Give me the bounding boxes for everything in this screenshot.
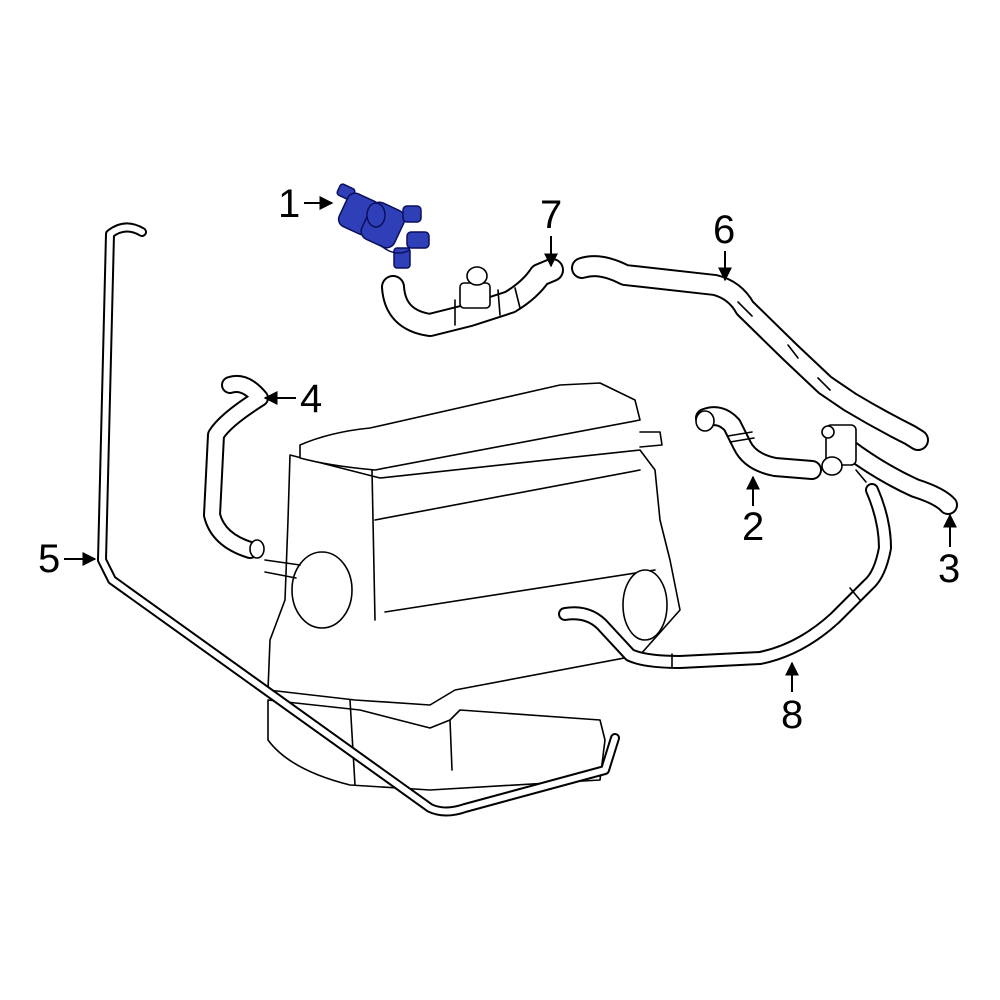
callout-2-label: 2 [742, 505, 764, 549]
callout-7: 7 [540, 193, 562, 268]
callout-8-label: 8 [781, 693, 803, 737]
hose-7 [381, 258, 564, 337]
hose-2 [695, 406, 822, 480]
hose-4 [203, 374, 269, 559]
callout-5-label: 5 [38, 537, 60, 581]
callout-4-label: 4 [300, 377, 322, 421]
callout-4: 4 [263, 377, 322, 421]
callout-3: 3 [938, 513, 960, 591]
callout-1-label: 1 [278, 182, 300, 226]
hose-5 [97, 222, 620, 817]
callout-5: 5 [38, 537, 97, 581]
valve-part-1 [336, 183, 430, 269]
callout-6: 6 [713, 208, 735, 282]
callout-2: 2 [742, 475, 764, 549]
hose-6 [571, 255, 929, 451]
callout-8: 8 [781, 661, 803, 737]
engine-block [264, 382, 681, 791]
callout-1: 1 [278, 182, 334, 226]
callout-6-label: 6 [713, 208, 735, 252]
callout-3-label: 3 [938, 547, 960, 591]
hose-8 [558, 483, 892, 669]
hose-3 [821, 424, 958, 515]
callout-7-label: 7 [540, 193, 562, 237]
